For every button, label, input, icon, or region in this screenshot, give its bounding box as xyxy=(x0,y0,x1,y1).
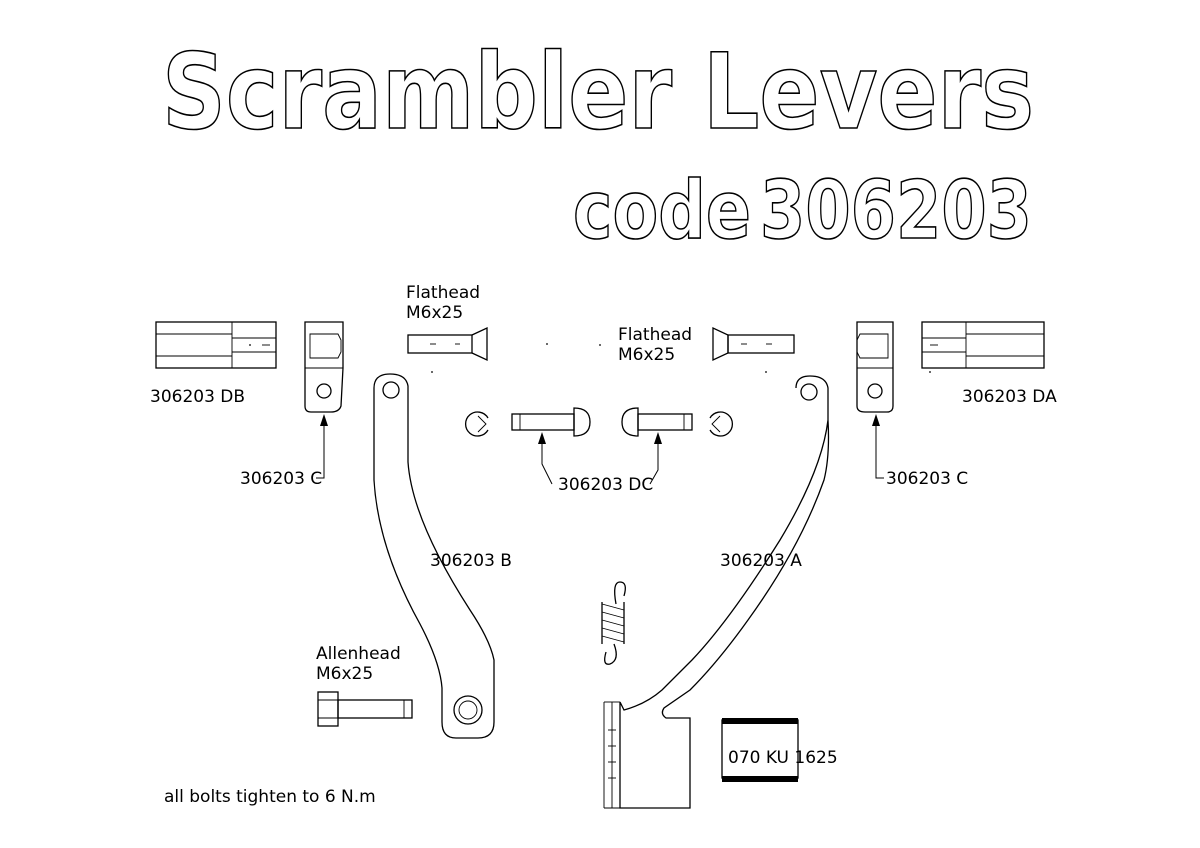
lever-b xyxy=(373,373,495,739)
flathead-screw-right xyxy=(712,326,795,362)
code-number: 306203 xyxy=(760,164,1032,257)
label-306203-dc: 306203 DC xyxy=(558,475,653,495)
e-clip-right xyxy=(709,411,734,437)
label-306203-a: 306203 A xyxy=(720,551,802,571)
flathead-screw-left xyxy=(407,326,488,362)
bracket-c-right xyxy=(856,321,894,413)
pin-dc-left xyxy=(511,407,591,437)
label-flathead-right-2: M6x25 xyxy=(618,345,675,365)
code-word: code xyxy=(573,164,751,257)
diagram-title: Scrambler Levers xyxy=(162,31,1034,153)
torque-note: all bolts tighten to 6 N.m xyxy=(164,787,376,807)
label-306203-db: 306203 DB xyxy=(150,387,245,407)
label-flathead-left-1: Flathead xyxy=(406,283,480,303)
label-allenhead-2: M6x25 xyxy=(316,664,373,684)
label-306203-b: 306203 B xyxy=(430,551,512,571)
leader-dc-right xyxy=(649,440,659,485)
label-306203-c-left: 306203 C xyxy=(240,469,322,489)
allenhead-screw xyxy=(317,691,413,727)
label-306203-c-right: 306203 C xyxy=(886,469,968,489)
label-allenhead-1: Allenhead xyxy=(316,644,401,664)
leader-c-right xyxy=(875,420,884,479)
e-clip-left xyxy=(464,411,489,437)
return-spring xyxy=(601,581,626,665)
label-flathead-left-2: M6x25 xyxy=(406,303,463,323)
bracket-c-left xyxy=(304,321,344,413)
drafting-marks xyxy=(249,343,931,373)
spacer-da xyxy=(921,321,1045,369)
label-flathead-right-1: Flathead xyxy=(618,325,692,345)
leader-dc-left xyxy=(541,440,553,485)
leader-c-left xyxy=(316,420,325,479)
pin-dc-right xyxy=(621,407,693,437)
lever-a xyxy=(603,375,830,809)
label-306203-da: 306203 DA xyxy=(962,387,1057,407)
spacer-db xyxy=(155,321,277,369)
ku-part-box xyxy=(721,718,799,782)
label-070-ku-1625: 070 KU 1625 xyxy=(728,748,838,768)
